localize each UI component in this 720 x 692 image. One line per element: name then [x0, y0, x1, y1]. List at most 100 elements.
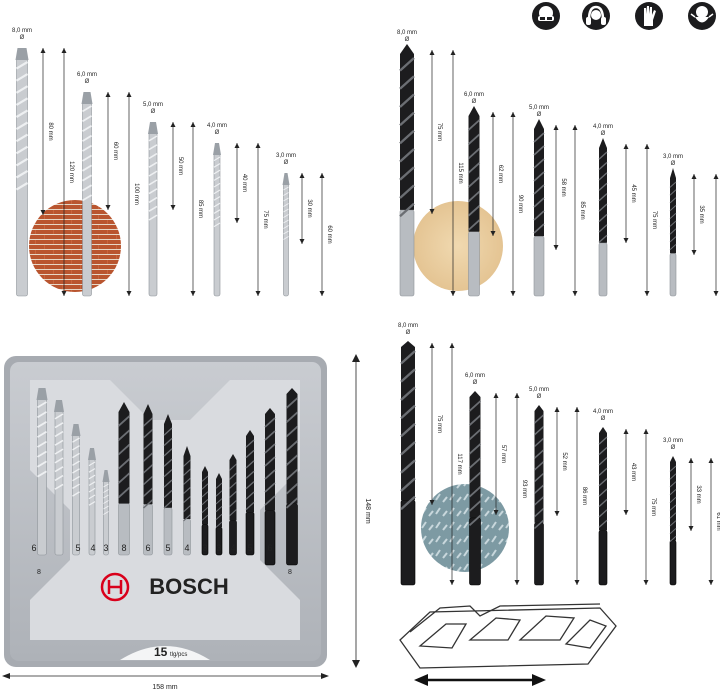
- bit-diameter-label: 6,0 mm: [77, 72, 97, 78]
- total-length-dimension: [190, 122, 196, 296]
- total-length-dimension: [643, 429, 649, 585]
- slot-size-number: 6: [145, 543, 150, 553]
- total-length-dimension: [61, 48, 67, 296]
- diameter-symbol: Ø: [537, 394, 542, 400]
- slot-size-number: 5: [75, 543, 80, 553]
- flute-length-dimension: [493, 393, 499, 515]
- metal-drill-bit: [215, 473, 223, 556]
- total-length-label: 100 mm: [133, 183, 139, 205]
- flute-length-label: 40 mm: [241, 174, 247, 192]
- bit-diameter-label: 5,0 mm: [529, 387, 549, 393]
- diameter-symbol: Ø: [601, 416, 606, 422]
- metal-drill-bit: [400, 341, 416, 586]
- metal-drill-bit: [201, 466, 209, 556]
- diameter-symbol: Ø: [85, 79, 90, 85]
- total-length-dimension: [450, 50, 456, 296]
- metal-drill-bit: [245, 430, 255, 556]
- bit-diameter-label: 4,0 mm: [593, 409, 613, 415]
- flute-length-dimension: [623, 429, 629, 515]
- flute-length-dimension: [623, 144, 629, 243]
- flute-length-label: 57 mm: [500, 445, 506, 463]
- flute-length-label: 58 mm: [560, 178, 566, 196]
- brand-logo-text: BOSCH: [149, 574, 228, 599]
- diameter-symbol: Ø: [473, 380, 478, 386]
- flute-length-dimension: [429, 50, 435, 214]
- diameter-symbol: Ø: [537, 112, 542, 118]
- flute-length-label: 35 mm: [698, 205, 704, 223]
- flute-length-label: 30 mm: [306, 199, 312, 217]
- flute-length-dimension: [234, 143, 240, 223]
- total-length-dimension: [319, 173, 325, 296]
- total-length-dimension: [708, 458, 714, 585]
- total-length-dimension: [644, 144, 650, 296]
- wood-sample: [413, 201, 503, 291]
- slot-size-number: 4: [184, 543, 189, 553]
- diameter-symbol: Ø: [601, 131, 606, 137]
- total-length-label: 85 mm: [579, 201, 585, 219]
- total-length-label: 120 mm: [68, 161, 74, 183]
- total-length-dimension: [510, 112, 516, 296]
- count-tab: [120, 646, 210, 660]
- metal-sample: [421, 484, 509, 572]
- slot-size-number: 4: [90, 543, 95, 553]
- total-length-label: 75 mm: [650, 498, 656, 516]
- slot-size-number: 6: [267, 543, 272, 553]
- bit-diameter-label: 6,0 mm: [464, 92, 484, 98]
- total-length-dimension: [713, 174, 719, 296]
- flute-length-label: 33 mm: [695, 485, 701, 503]
- wood-drill-bit: [163, 414, 173, 556]
- total-length-label: 60 mm: [326, 225, 332, 243]
- ear-protection-icon: [582, 2, 610, 30]
- wood-drill-bit: [533, 119, 545, 297]
- masonry-drill-bit: [81, 92, 93, 297]
- flute-length-dimension: [553, 125, 559, 250]
- total-length-dimension: [255, 143, 261, 296]
- metal-drill-bit: [468, 391, 482, 586]
- masonry-drill-bit: [36, 388, 48, 556]
- diameter-symbol: Ø: [406, 330, 411, 336]
- total-length-label: 93 mm: [521, 480, 527, 498]
- safety-icons: [532, 2, 716, 30]
- flute-length-label: 75 mm: [436, 123, 442, 141]
- metal-drill-bit: [533, 405, 545, 586]
- case-height-label: 148 mm: [364, 498, 371, 523]
- slot-size-number: 5: [247, 543, 252, 553]
- flute-length-dimension: [299, 173, 305, 244]
- metal-drill-bit: [669, 456, 677, 586]
- gloves-icon: [635, 2, 663, 30]
- masonry-drill-bit: [282, 173, 290, 297]
- metal-drill-bit: [229, 454, 237, 556]
- bit-diameter-label: 3,0 mm: [663, 154, 683, 160]
- flute-length-dimension: [170, 122, 176, 210]
- bosch-armature-icon: [100, 572, 130, 602]
- flute-length-dimension: [429, 343, 435, 505]
- flute-length-dimension: [554, 407, 560, 516]
- brick-sample: [29, 200, 121, 292]
- flute-length-dimension: [105, 92, 111, 210]
- flute-length-label: 80 mm: [47, 122, 53, 140]
- flute-length-label: 60 mm: [112, 142, 118, 160]
- total-length-label: 86 mm: [581, 487, 587, 505]
- diameter-symbol: Ø: [671, 161, 676, 167]
- total-length-dimension: [449, 343, 455, 585]
- flute-length-dimension: [490, 112, 496, 236]
- slide-direction-arrow: [414, 674, 546, 686]
- dust-mask-icon: [688, 2, 716, 30]
- masonry-drill-bit: [213, 143, 221, 297]
- total-length-dimension: [514, 393, 520, 585]
- masonry-drill-bit: [102, 470, 110, 556]
- slot-size-number: 3: [103, 543, 108, 553]
- slot-size-number: 6: [31, 543, 36, 553]
- piece-count-unit: tlg/pcs: [170, 652, 187, 658]
- wood-drill-bit: [598, 138, 608, 297]
- bit-diameter-label: 8,0 mm: [12, 28, 32, 34]
- total-length-label: 75 mm: [651, 211, 657, 229]
- diameter-symbol: Ø: [405, 37, 410, 43]
- wood-drill-bit: [399, 44, 415, 297]
- flute-length-label: 62 mm: [497, 165, 503, 183]
- wood-drill-bit: [669, 168, 677, 297]
